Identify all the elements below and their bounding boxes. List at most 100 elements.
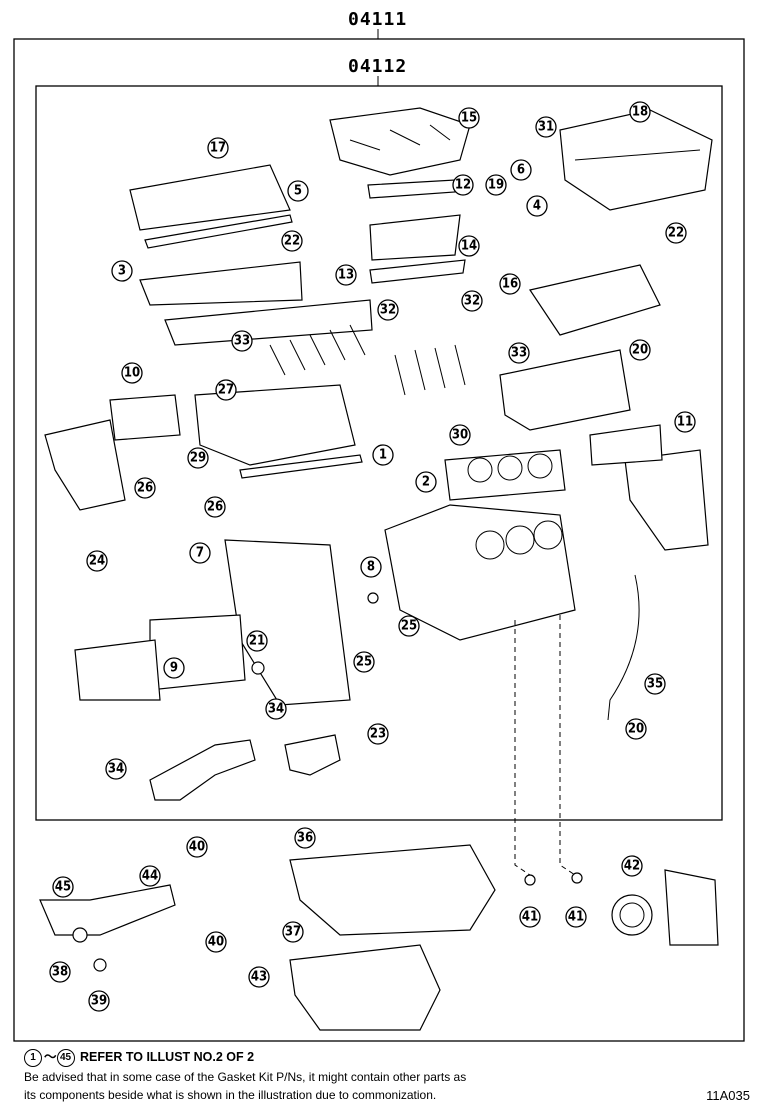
callout-number: 16 [502,277,518,292]
reference-note: 1～45 REFER TO ILLUST NO.2 OF 2 [24,1046,254,1067]
callout-number: 34 [108,762,124,777]
callout: 29 [187,447,209,469]
callout: 12 [452,174,474,196]
callout: 31 [535,116,557,138]
callout-number: 4 [533,199,541,214]
callout: 21 [246,630,268,652]
callout: 39 [88,990,110,1012]
callout-number: 29 [190,451,206,466]
callout: 16 [499,273,521,295]
callout-number: 39 [91,994,107,1009]
callout-number: 26 [137,481,153,496]
callout: 5 [287,180,309,202]
callout: 22 [665,222,687,244]
callout-number: 12 [455,178,471,193]
callout-number: 7 [196,546,204,561]
callout-number: 42 [624,859,640,874]
callout: 26 [134,477,156,499]
callout: 32 [461,290,483,312]
callout-number: 31 [538,120,554,135]
callout: 8 [360,556,382,578]
callout-number: 13 [338,268,354,283]
callout: 34 [105,758,127,780]
callout-number: 32 [464,294,480,309]
callout: 10 [121,362,143,384]
callout: 25 [398,615,420,637]
callout: 1 [372,444,394,466]
callout-number: 44 [142,869,158,884]
ref-start-badge: 1 [24,1048,42,1067]
callout-number: 25 [401,619,417,634]
callout-number: 24 [89,554,105,569]
callout-number: 45 [55,880,71,895]
callout-number: 27 [218,383,234,398]
callout: 42 [621,855,643,877]
callout-number: 37 [285,925,301,940]
callout-number: 14 [461,239,477,254]
callout-number: 40 [189,840,205,855]
callout: 11 [674,411,696,433]
callout-number: 36 [297,831,313,846]
callout: 33 [508,342,530,364]
callout-number: 33 [234,334,250,349]
callout: 17 [207,137,229,159]
callout-number: 19 [488,178,504,193]
callout: 32 [377,299,399,321]
advisory-line-1: Be advised that in some case of the Gask… [24,1070,467,1084]
callout: 41 [565,906,587,928]
callout-number: 21 [249,634,265,649]
outer-kit-frame [13,38,745,1042]
outer-kit-number: 04111 [348,9,408,30]
callout-number: 15 [461,111,477,126]
callout-number: 34 [268,702,284,717]
callout: 43 [248,966,270,988]
inner-kit-frame [35,85,723,821]
callout-number: 23 [370,727,386,742]
callout-number: 17 [210,141,226,156]
callout-number: 9 [170,661,178,676]
callout-number: 22 [668,226,684,241]
callout-number: 20 [628,722,644,737]
callout-number: 30 [452,428,468,443]
callout: 27 [215,379,237,401]
callout-number: 10 [124,366,140,381]
callout: 45 [52,876,74,898]
callout-number: 2 [422,475,430,490]
callout-number: 6 [517,163,525,178]
advisory-line-2: its components beside what is shown in t… [24,1088,437,1102]
ref-text: REFER TO ILLUST NO.2 OF 2 [80,1050,255,1064]
callout-number: 43 [251,970,267,985]
callout: 25 [353,651,375,673]
callout-number: 41 [568,910,584,925]
callout-number: 26 [207,500,223,515]
callout: 35 [644,673,666,695]
ref-tilde: ～ [44,1050,57,1064]
callout: 26 [204,496,226,518]
callout-number: 11 [677,415,693,430]
callout-number: 18 [632,105,648,120]
callout: 24 [86,550,108,572]
parts-artwork [39,107,719,1031]
callout-number: 5 [294,184,302,199]
callout: 18 [629,101,651,123]
callout: 22 [281,230,303,252]
callout-number: 38 [52,965,68,980]
callout-number: 20 [632,343,648,358]
callout: 7 [189,542,211,564]
callout: 23 [367,723,389,745]
callout: 4 [526,195,548,217]
callout-number: 33 [511,346,527,361]
callout: 44 [139,865,161,887]
callout-number: 3 [118,264,126,279]
callout: 3 [111,260,133,282]
callout: 30 [449,424,471,446]
callout-number: 8 [367,560,375,575]
callout-number: 22 [284,234,300,249]
callout-number: 40 [208,935,224,950]
callout: 41 [519,906,541,928]
callout: 15 [458,107,480,129]
inner-kit-number: 04112 [348,56,408,77]
callout: 6 [510,159,532,181]
callout: 14 [458,235,480,257]
